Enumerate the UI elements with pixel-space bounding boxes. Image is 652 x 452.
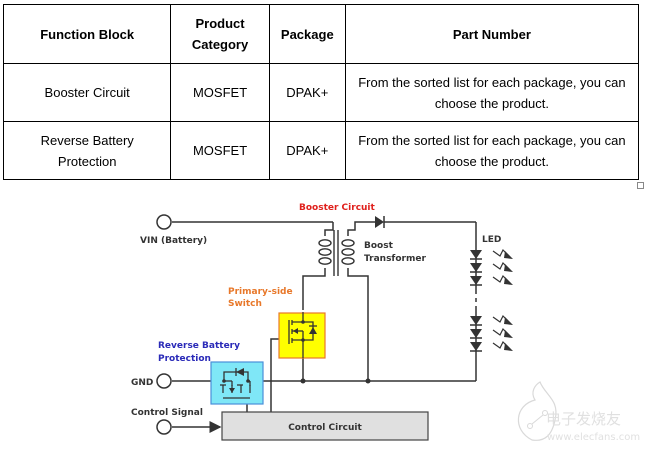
header-part-number: Part Number <box>344 4 640 64</box>
transformer-icon <box>318 230 355 276</box>
header-function-block: Function Block <box>2 4 172 64</box>
primary-switch-label: Switch <box>228 299 262 309</box>
watermark-brand: 电子发烧友 <box>546 410 621 428</box>
junction-dot <box>300 378 306 384</box>
led-icon <box>470 248 513 260</box>
control-circuit-label: Control Circuit <box>288 423 362 433</box>
control-circuit-block: Control Circuit <box>221 411 429 441</box>
cell-package: DPAK+ <box>268 63 346 122</box>
led-icon <box>470 340 513 352</box>
reverse-battery-label: Reverse Battery <box>158 341 240 351</box>
primary-switch-mosfet <box>278 312 326 359</box>
led-icon <box>470 274 513 286</box>
led-icon <box>470 327 513 339</box>
watermark-logo-icon <box>517 381 557 441</box>
boost-transformer-label: Transformer <box>364 254 426 264</box>
vin-terminal-icon <box>156 214 172 230</box>
control-signal-terminal-icon <box>156 419 172 435</box>
cell-package: DPAK+ <box>268 121 346 180</box>
junction-dot <box>365 378 371 384</box>
watermark-url: www.elecfans.com <box>547 432 640 443</box>
gnd-terminal-icon <box>156 373 172 389</box>
watermark-node-icon <box>527 423 533 429</box>
booster-circuit-label: Booster Circuit <box>299 203 376 213</box>
cell-product-category: MOSFET <box>170 63 270 122</box>
boost-transformer-label: Boost <box>364 241 394 251</box>
gnd-label: GND <box>131 378 153 388</box>
led-string <box>470 248 513 356</box>
diode-icon <box>375 216 385 228</box>
table-resize-handle[interactable] <box>637 182 644 189</box>
led-icon <box>470 314 513 326</box>
control-signal-label: Control Signal <box>131 408 203 418</box>
table-row: Booster Circuit MOSFET DPAK+ From the so… <box>2 63 640 122</box>
reverse-battery-mosfet <box>210 361 264 405</box>
vin-label: VIN (Battery) <box>140 236 207 246</box>
cell-part-number: From the sorted list for each package, y… <box>344 63 640 122</box>
cell-product-category: MOSFET <box>170 121 270 180</box>
cell-part-number: From the sorted list for each package, y… <box>344 121 640 180</box>
reverse-battery-label: Protection <box>158 354 211 364</box>
circuit-diagram: 电子发烧友 www.elecfans.com VIN (B <box>131 203 640 443</box>
header-package: Package <box>268 4 346 64</box>
watermark: 电子发烧友 www.elecfans.com <box>517 381 640 443</box>
watermark-node-icon <box>542 410 548 416</box>
led-label: LED <box>482 235 501 245</box>
cell-function-block: Booster Circuit <box>2 63 172 122</box>
led-icon <box>470 261 513 273</box>
primary-switch-label: Primary-side <box>228 287 293 297</box>
